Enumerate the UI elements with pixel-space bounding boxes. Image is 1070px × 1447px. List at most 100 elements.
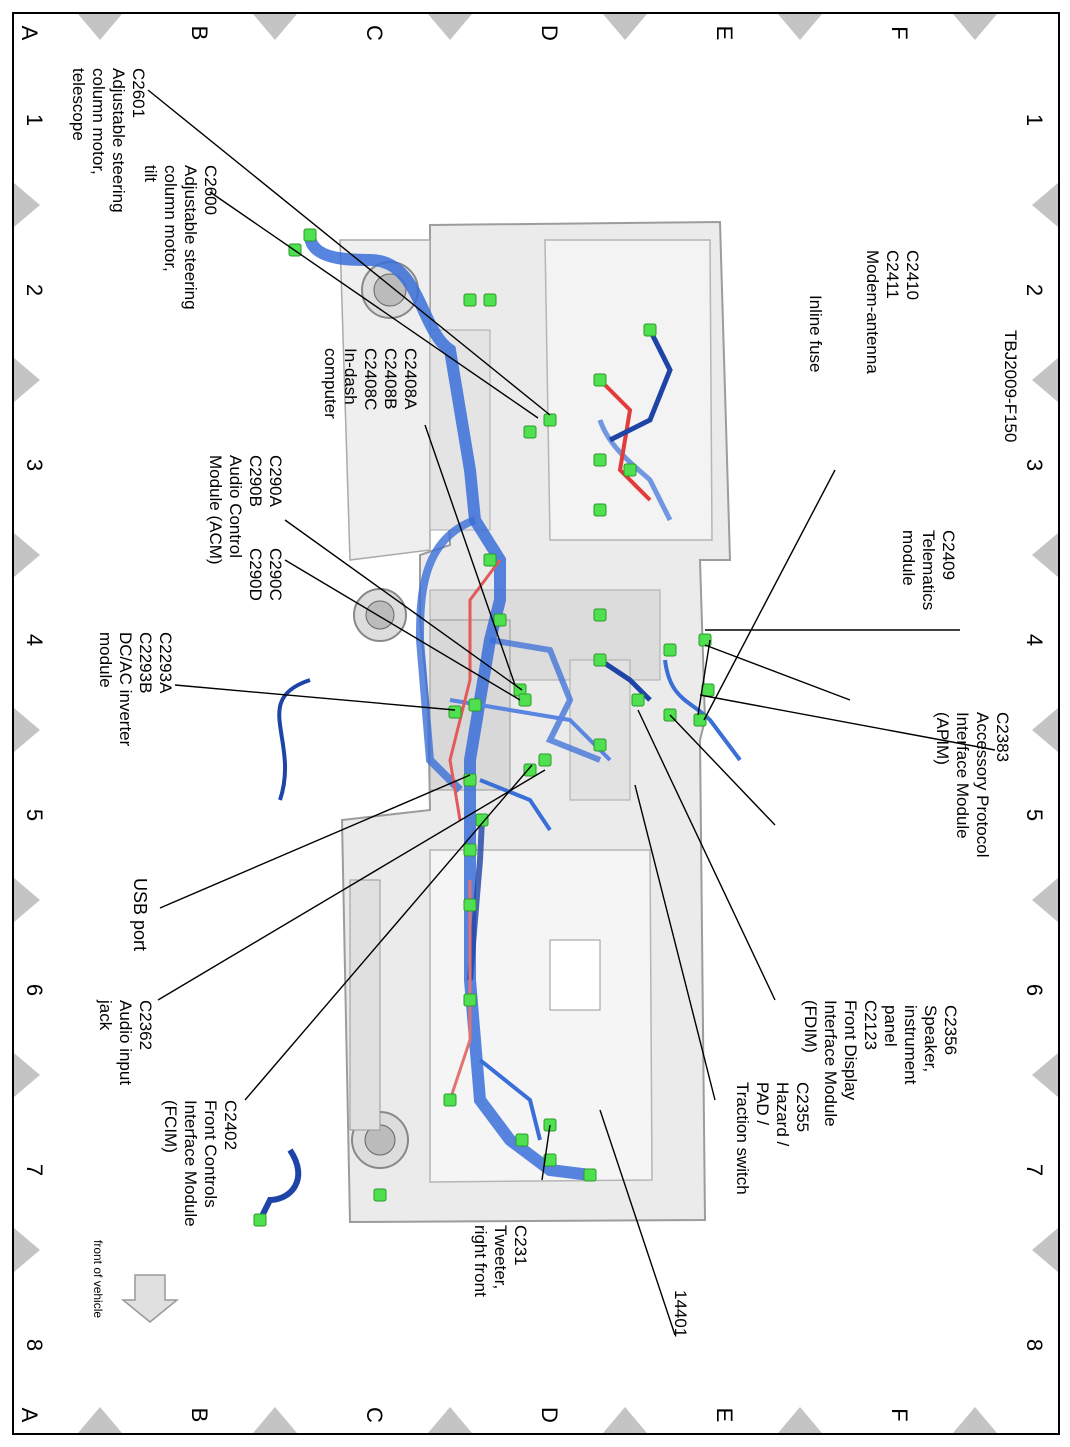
grid-col-1-top: 1 — [22, 113, 47, 127]
notch-left-0 — [953, 14, 997, 40]
connector-15 — [463, 773, 477, 787]
grid-col-4-bottom: 4 — [1022, 633, 1047, 647]
notch-left-5 — [78, 14, 122, 40]
connector-4 — [593, 453, 607, 467]
grid-col-6-bottom: 6 — [1022, 983, 1047, 997]
notch-top-3 — [1032, 708, 1058, 752]
grid-row-e-left: E — [712, 25, 737, 41]
grid-col-7-bottom: 7 — [1022, 1163, 1047, 1177]
grid-col-7-top: 7 — [22, 1163, 47, 1177]
connector-33 — [643, 323, 657, 337]
connector-34 — [463, 293, 477, 307]
connector-35 — [483, 293, 497, 307]
connector-27 — [693, 713, 707, 727]
notch-right-2 — [603, 1407, 647, 1433]
connector-11 — [448, 705, 462, 719]
connector-3 — [523, 425, 537, 439]
grid-col-8-bottom: 8 — [1022, 1338, 1047, 1352]
notch-right-0 — [953, 1407, 997, 1433]
connector-28 — [631, 693, 645, 707]
grid-col-2-bottom: 2 — [1022, 283, 1047, 297]
notch-top-0 — [1032, 183, 1058, 227]
connector-21 — [583, 1168, 597, 1182]
grid-row-e-right: E — [712, 1407, 737, 1423]
front-of-vehicle-label: front of vehicle — [91, 1240, 105, 1319]
notch-bottom-5 — [14, 1053, 40, 1097]
grid-col-5-top: 5 — [22, 808, 47, 822]
front-arrow-icon — [120, 1274, 180, 1323]
label-14401: 14401 — [671, 1290, 690, 1338]
notch-right-4 — [253, 1407, 297, 1433]
connector-10 — [468, 698, 482, 712]
grid-col-3-bottom: 3 — [1022, 458, 1047, 472]
connector-14 — [523, 763, 537, 777]
grid-row-d-right: D — [537, 1407, 562, 1423]
grid-row-a-left: A — [17, 25, 42, 41]
notch-top-6 — [1032, 1228, 1058, 1272]
notch-left-2 — [603, 14, 647, 40]
notch-bottom-0 — [14, 183, 40, 227]
connectors — [253, 228, 715, 1227]
connector-2 — [543, 413, 557, 427]
connector-7 — [593, 608, 607, 622]
grid-row-a-right: A — [17, 1407, 42, 1423]
connector-30 — [701, 683, 715, 697]
notch-bottom-4 — [14, 878, 40, 922]
grid-col-2-top: 2 — [22, 283, 47, 297]
connector-39 — [593, 653, 607, 667]
label-tbj2009: TBJ2009-F150 — [1001, 330, 1020, 443]
connector-18 — [463, 993, 477, 1007]
grid-row-f-left: F — [887, 26, 912, 40]
connector-24 — [373, 1188, 387, 1202]
connector-16 — [475, 813, 489, 827]
leader-lines — [147, 89, 996, 1336]
grid-row-b-left: B — [187, 25, 212, 41]
notch-top-2 — [1032, 533, 1058, 577]
notch-bottom-1 — [14, 358, 40, 402]
notch-left-1 — [778, 14, 822, 40]
grid-col-4-top: 4 — [22, 633, 47, 647]
connector-5 — [623, 463, 637, 477]
grid-col-5-bottom: 5 — [1022, 808, 1047, 822]
notch-right-3 — [428, 1407, 472, 1433]
grid-row-f-right: F — [887, 1408, 912, 1422]
notch-top-5 — [1032, 1053, 1058, 1097]
notch-bottom-2 — [14, 533, 40, 577]
grid-col-8-top: 8 — [22, 1338, 47, 1352]
connector-20 — [543, 1153, 557, 1167]
grid-col-1-bottom: 1 — [1022, 113, 1047, 127]
connector-31 — [698, 633, 712, 647]
connector-6 — [593, 503, 607, 517]
grid-col-6-top: 6 — [22, 983, 47, 997]
connector-13 — [538, 753, 552, 767]
connector-37 — [493, 613, 507, 627]
connector-26 — [663, 643, 677, 657]
grid-row-c-right: C — [362, 1407, 387, 1423]
connector-17 — [463, 898, 477, 912]
grid-col-3-top: 3 — [22, 458, 47, 472]
notch-top-4 — [1032, 878, 1058, 922]
notch-top-1 — [1032, 358, 1058, 402]
connector-9 — [518, 693, 532, 707]
connector-19 — [443, 1093, 457, 1107]
connector-12 — [593, 738, 607, 752]
connector-36 — [483, 553, 497, 567]
border-notches — [14, 14, 1058, 1433]
grid-row-b-right: B — [187, 1407, 212, 1423]
label-inline-fuse: Inline fuse — [806, 295, 825, 373]
notch-bottom-3 — [14, 708, 40, 752]
notch-bottom-6 — [14, 1228, 40, 1272]
connector-32 — [593, 373, 607, 387]
